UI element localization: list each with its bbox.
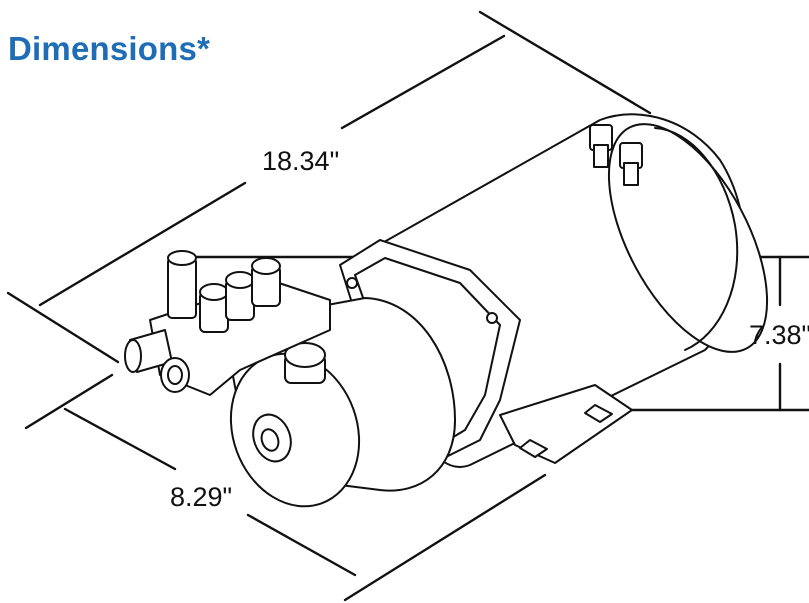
pump-illustration bbox=[124, 113, 769, 508]
length-dimension-line-lower bbox=[38, 181, 247, 307]
width-label: 8.29" bbox=[170, 482, 232, 512]
length-extension-left bbox=[6, 291, 120, 364]
width-dimension-line-left bbox=[63, 407, 177, 471]
mounting-foot-slot-2 bbox=[519, 439, 548, 458]
flange-bolt-2 bbox=[486, 312, 498, 324]
mounting-foot-slot bbox=[584, 404, 613, 423]
valve-ports bbox=[199, 257, 281, 333]
motor-end-cap-rim bbox=[654, 127, 739, 351]
unloader-valve bbox=[167, 257, 197, 319]
page-title: Dimensions* bbox=[8, 30, 211, 67]
conduit-fittings bbox=[589, 124, 643, 186]
oil-cap bbox=[284, 342, 326, 368]
pump-shaft bbox=[260, 428, 280, 452]
flange-bolt-1 bbox=[346, 277, 358, 289]
inlet-port-hole bbox=[167, 365, 183, 385]
height-label: 7.38" bbox=[749, 320, 809, 350]
motor-end-cap bbox=[607, 123, 769, 353]
width-dimension-line-right bbox=[246, 513, 357, 577]
dimension-labels: 18.34" 8.29" 7.38" bbox=[170, 146, 809, 512]
outlet-fitting-end bbox=[124, 339, 142, 373]
width-extension-left bbox=[24, 373, 114, 430]
length-extension-right bbox=[478, 10, 652, 115]
unloader-valve-cap bbox=[167, 250, 197, 266]
width-extension-right bbox=[343, 473, 547, 602]
length-label: 18.34" bbox=[262, 146, 339, 176]
dimension-lines bbox=[6, 10, 809, 602]
length-dimension-line-upper bbox=[340, 34, 506, 130]
